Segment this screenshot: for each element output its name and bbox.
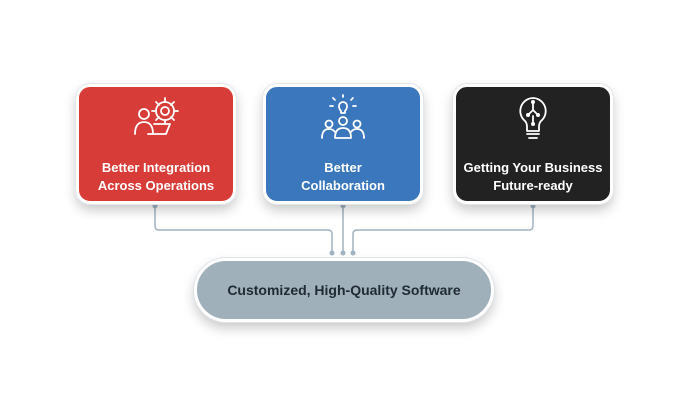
card-label-line1: Better Integration	[101, 160, 211, 175]
card-label-line1: Getting Your Business	[463, 160, 603, 175]
team-lightbulb-icon	[321, 94, 365, 139]
center-node-label: Customized, High-Quality Software	[227, 282, 461, 298]
card-label-line2: Collaboration	[301, 178, 385, 193]
lightbulb-circuit-icon	[519, 97, 547, 139]
card-better-collaboration: Better Collaboration	[263, 84, 423, 204]
card-label-line1: Better	[324, 160, 362, 175]
card-better-integration: Better Integration Across Operations	[76, 84, 236, 204]
gear-person-laptop-icon	[134, 97, 179, 135]
card-label-line2: Future-ready	[493, 178, 573, 193]
card-label-line2: Across Operations	[97, 178, 215, 193]
center-node-software: Customized, High-Quality Software	[194, 258, 494, 322]
card-future-ready: Getting Your Business Future-ready	[453, 84, 613, 204]
